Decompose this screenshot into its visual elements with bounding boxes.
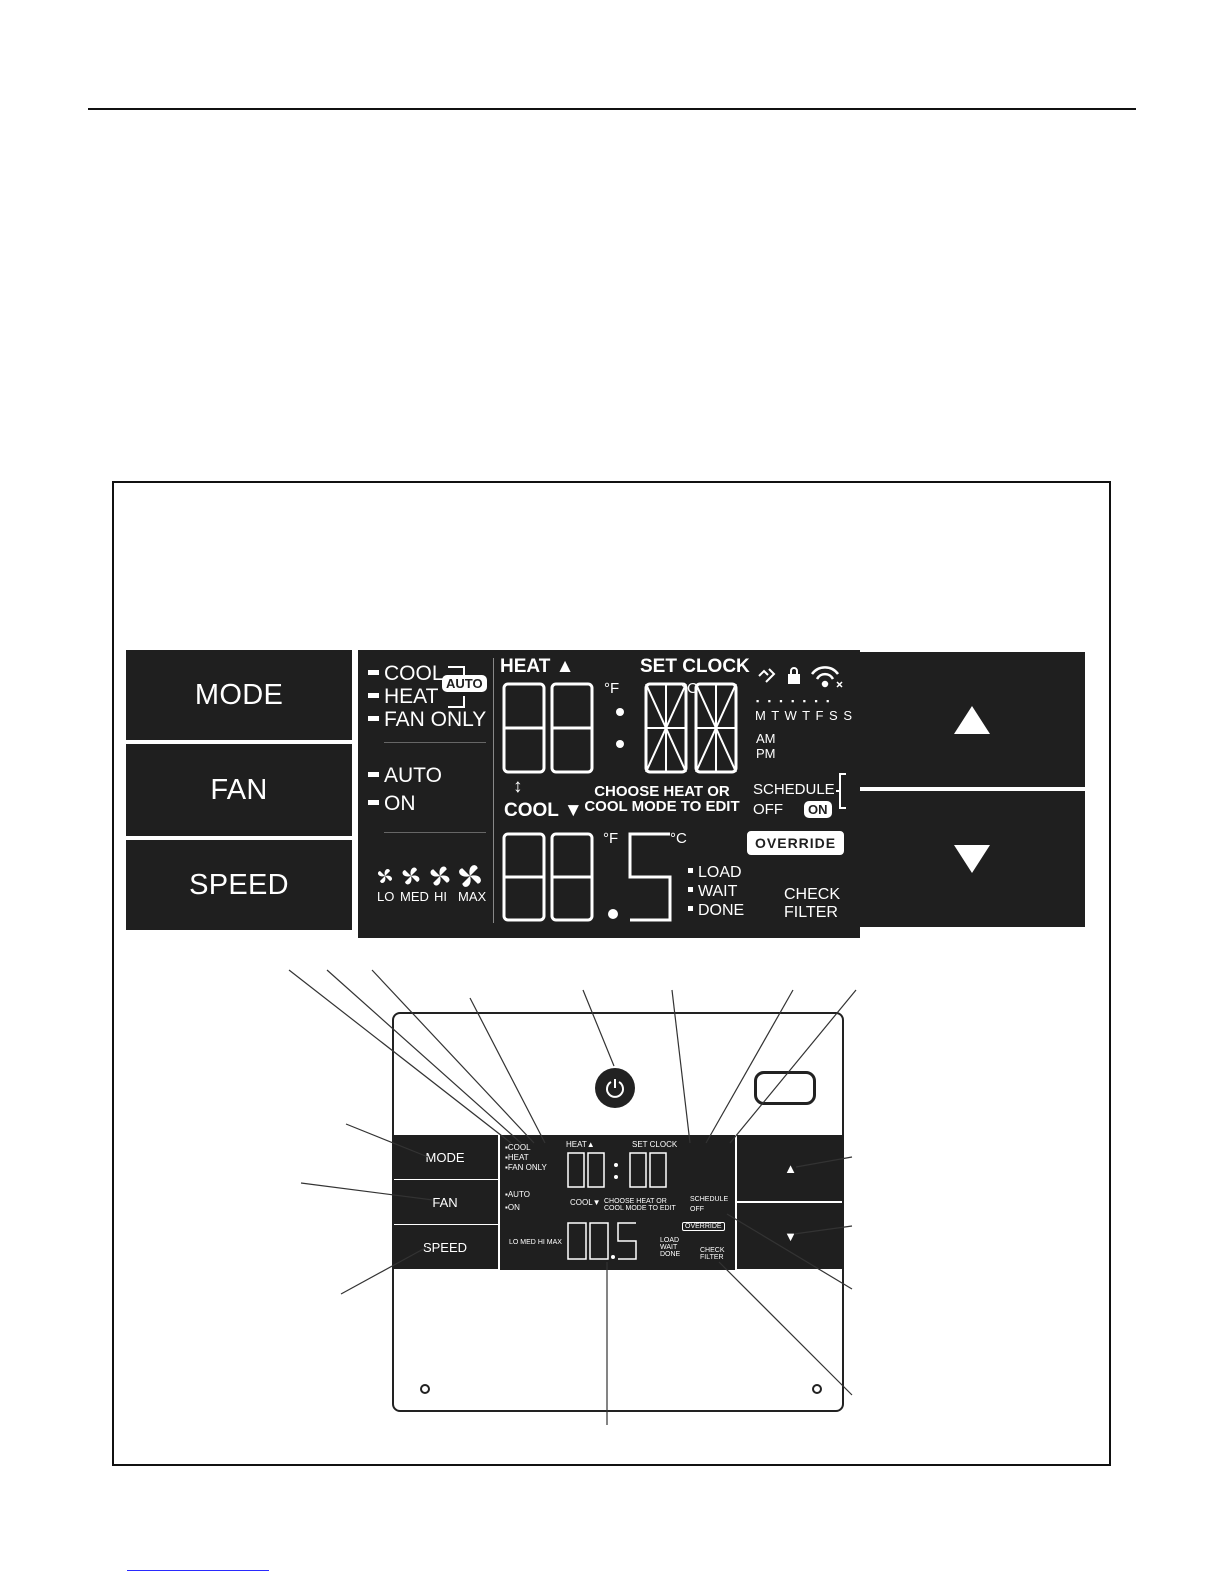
fan-auto-small: ▪AUTO [505,1190,530,1199]
status-done: DONE [688,902,744,920]
auto-badge: AUTO [442,675,487,692]
clock-unit-c: °C [681,680,698,697]
mode-fan-only: FAN ONLY [368,708,486,732]
schedule-off: OFF [753,801,783,818]
display-divider [493,658,494,923]
heat-indicator-small: HEAT▲ [566,1140,595,1149]
power-icon [606,1079,624,1098]
mode-fan-only-small: ▪FAN ONLY [505,1163,547,1172]
divider [384,742,486,743]
check-label: CHECK [784,886,841,903]
speed-lo: LO [377,889,395,904]
down-arrow-icon [954,845,990,873]
override-badge: OVERRIDE [747,831,845,855]
screw [420,1384,430,1394]
screw [812,1384,822,1394]
temp-unit-f: °F [603,830,619,847]
speed-med: MED [400,889,429,904]
temp-digits [502,832,672,922]
speed-labels-small: LO MED HI MAX [509,1239,562,1246]
down-arrow-icon: ▼ [784,1228,797,1244]
mode-cool: COOL [368,662,444,686]
choose-mode-text-2: COOL MODE TO EDIT [584,798,740,815]
clock-unit-f: °F [604,680,620,697]
clock-digits-small [567,1152,667,1188]
mode-cool-small: ▪COOL [505,1143,531,1152]
speed-max: MAX [458,889,487,904]
figure-frame [112,481,1111,1466]
top-rule [88,108,1136,110]
fan-speed-icons [377,865,481,887]
schedule-off-small: OFF [690,1206,704,1213]
control-panel-small: MODE FAN SPEED ▪COOL ▪HEAT ▪FAN ONLY ▪AU… [392,1135,844,1270]
wifi-icon [810,666,843,688]
mode-button-small[interactable]: MODE [392,1135,498,1179]
up-arrow-icon: ▲ [784,1160,797,1176]
auto-bracket [448,666,465,708]
divider [384,832,486,833]
weekday-labels: M T W T F S S [755,708,853,723]
lock-icon [788,667,800,684]
set-clock-small: SET CLOCK [632,1140,678,1149]
speed-button-small[interactable]: SPEED [392,1225,498,1269]
heat-indicator: HEAT ▲ [500,656,575,677]
sensor-window [754,1071,816,1105]
override-small: OVERRIDE [682,1222,725,1231]
mode-button[interactable]: MODE [126,650,352,740]
schedule-small: SCHEDULE [690,1196,729,1203]
status-load: LOAD [688,864,742,882]
cool-indicator-small: COOL▼ [570,1198,601,1207]
up-button-small[interactable]: ▲ [737,1135,844,1201]
down-button-small[interactable]: ▼ [737,1203,844,1269]
cool-indicator: COOL ▼ [504,800,583,821]
bottom-link-underline [127,1570,269,1571]
lcd-display: COOL HEAT FAN ONLY AUTO AUTO ON LO MED H… [358,650,860,938]
day-dots: ▪ ▪ ▪ ▪ ▪ ▪ ▪ [756,696,833,706]
fan-auto: AUTO [368,764,442,788]
am-label: AM [756,731,776,746]
control-panel-large: MODE FAN SPEED COOL HEAT FAN ONLY AUTO A… [126,650,1098,938]
choose-mode-text-1: CHOOSE HEAT OR [594,783,730,800]
mode-heat-small: ▪HEAT [505,1153,529,1162]
schedule-label: SCHEDULE [753,781,835,798]
fan-on: ON [368,792,416,816]
status-wait: WAIT [688,883,737,901]
up-button[interactable] [859,652,1085,787]
fan-on-small: ▪ON [505,1203,520,1212]
schedule-on: ON [804,801,832,818]
status-icons [758,666,843,688]
speed-hi: HI [434,889,447,904]
schedule-bracket [836,773,846,809]
power-button[interactable] [595,1068,635,1108]
up-arrow-icon [954,705,990,734]
down-button[interactable] [859,791,1085,927]
clock-digits [502,682,738,774]
set-clock-label: SET CLOCK [640,656,750,677]
speed-button[interactable]: SPEED [126,840,352,930]
pm-label: PM [756,746,776,761]
swing-icon: ↕ [513,776,523,797]
fan-button-small[interactable]: FAN [392,1180,498,1224]
fan-button[interactable]: FAN [126,744,352,836]
lcd-display-small: ▪COOL ▪HEAT ▪FAN ONLY ▪AUTO ▪ON LO MED H… [500,1135,735,1270]
mode-heat: HEAT [368,685,438,709]
temp-unit-c: °C [670,830,687,847]
temp-digits-small [567,1222,637,1260]
filter-label: FILTER [784,904,838,921]
unlink-icon [758,668,776,683]
